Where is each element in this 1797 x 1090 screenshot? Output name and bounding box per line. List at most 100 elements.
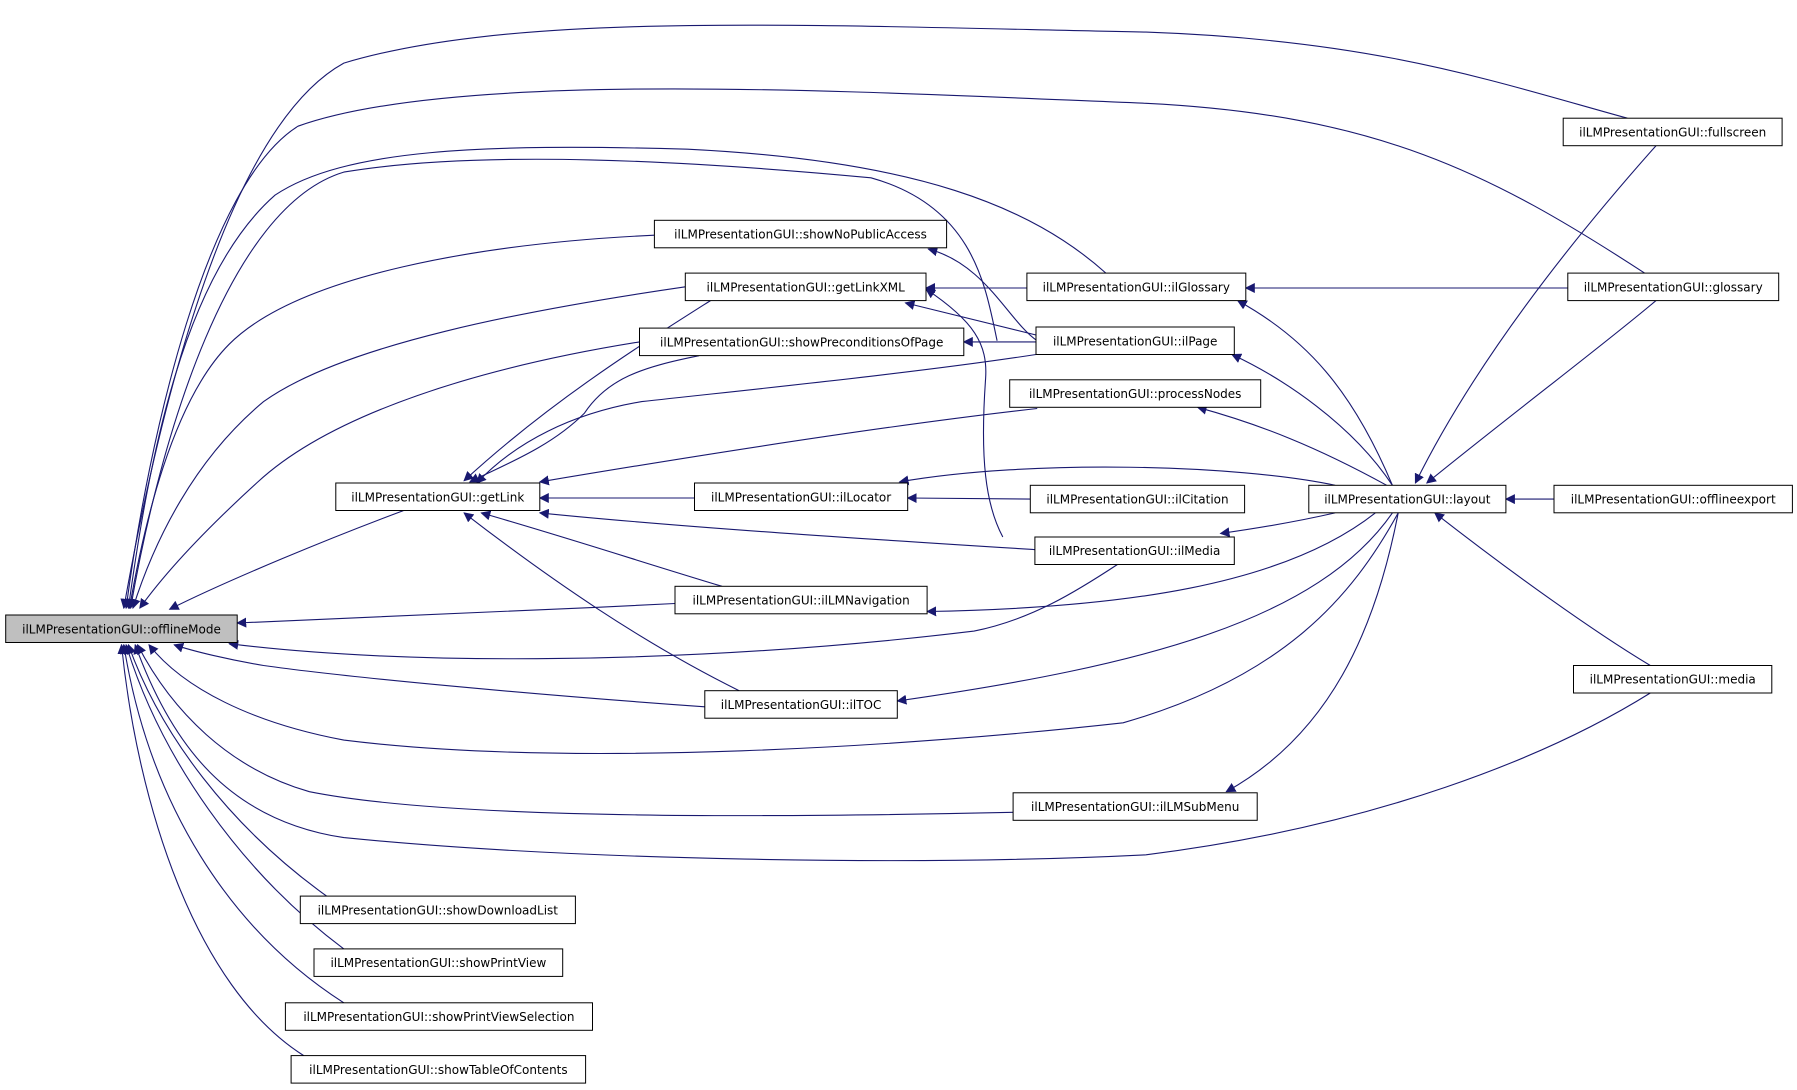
edge-ilLMNavigation-to-offlineMode [236,602,676,628]
node-layout[interactable]: ilLMPresentationGUI::layout [1308,484,1507,514]
edge-getLinkXML-to-offlineMode [130,286,686,610]
edges-layer [117,24,1657,1057]
node-box [5,614,238,643]
edge-ilTOC-to-offlineMode [173,642,705,708]
node-box [313,948,564,977]
node-showTableOfContents[interactable]: ilLMPresentationGUI::showTableOfContents [290,1055,587,1084]
edge-ilMedia-to-getLinkXML [925,288,1004,538]
node-label: ilLMPresentationGUI::ilLMSubMenu [1031,800,1239,814]
node-label: ilLMPresentationGUI::ilLMNavigation [692,594,909,608]
node-ilGlossary[interactable]: ilLMPresentationGUI::ilGlossary [1026,272,1247,302]
node-ilTOC[interactable]: ilLMPresentationGUI::ilTOC [704,690,898,719]
node-processNodes[interactable]: ilLMPresentationGUI::processNodes [1009,379,1262,408]
edge-showPreconditionsOfPage-to-offlineMode [139,341,640,609]
node-offlineexport[interactable]: ilLMPresentationGUI::offlineexport [1553,484,1793,514]
node-ilPage[interactable]: ilLMPresentationGUI::ilPage [1035,326,1235,355]
node-box [1562,117,1783,147]
edge-getLinkXML-to-getLink [463,300,711,482]
edge-ilLMSubMenu-to-offlineMode [137,643,1014,817]
node-offlineMode[interactable]: ilLMPresentationGUI::offlineMode [5,614,238,643]
node-ilLMSubMenu[interactable]: ilLMPresentationGUI::ilLMSubMenu [1012,792,1258,821]
edge-showPreconditionsOfPage-to-getLink [469,355,700,483]
node-fullscreen[interactable]: ilLMPresentationGUI::fullscreen [1562,117,1783,147]
node-box [335,482,541,511]
node-label: ilLMPresentationGUI::showDownloadList [318,903,559,917]
edge-ilTOC-to-getLink [463,512,740,692]
edge-layout-to-ilPage [1231,353,1393,486]
node-label: ilLMPresentationGUI::ilTOC [721,698,882,712]
node-showPrintViewSelection[interactable]: ilLMPresentationGUI::showPrintViewSelect… [284,1002,593,1031]
edge-layout-to-ilLMNavigation [926,512,1376,617]
edge-glossary-to-offlineMode [122,88,1645,610]
node-box [1308,484,1507,514]
node-label: ilLMPresentationGUI::fullscreen [1579,125,1766,139]
edge-ilPage-to-showNoPublicAccess [927,246,1038,342]
node-label: ilLMPresentationGUI::showNoPublicAccess [674,228,927,242]
edge-ilLMNavigation-to-getLink [480,510,723,587]
node-box [1026,272,1247,302]
node-label: ilLMPresentationGUI::media [1590,673,1756,687]
node-label: ilLMPresentationGUI::ilMedia [1049,544,1221,558]
edge-layout-to-ilTOC [896,512,1393,705]
node-ilLMNavigation[interactable]: ilLMPresentationGUI::ilLMNavigation [674,585,928,615]
node-label: ilLMPresentationGUI::showPreconditionsOf… [660,335,943,349]
node-showNoPublicAccess[interactable]: ilLMPresentationGUI::showNoPublicAccess [653,219,948,249]
edge-ilPage-to-getLinkXML [904,300,1037,336]
edge-fullscreen-to-layout [1414,145,1657,484]
node-media[interactable]: ilLMPresentationGUI::media [1573,665,1773,694]
node-getLinkXML[interactable]: ilLMPresentationGUI::getLinkXML [684,272,927,302]
node-box [299,895,576,925]
node-box [694,482,909,511]
edge-media-to-layout [1434,512,1651,666]
edge-layout-to-ilLocator [898,466,1336,486]
edge-ilMedia-to-offlineMode [228,564,1118,660]
edge-glossary-to-layout [1426,300,1657,484]
node-glossary[interactable]: ilLMPresentationGUI::glossary [1567,272,1780,302]
node-box [639,327,965,357]
node-ilMedia[interactable]: ilLMPresentationGUI::ilMedia [1034,536,1235,565]
node-label: ilLMPresentationGUI::offlineexport [1571,493,1776,507]
node-label: ilLMPresentationGUI::processNodes [1029,387,1241,401]
node-box [1573,665,1773,694]
node-label: ilLMPresentationGUI::showPrintView [330,956,546,970]
edge-ilPage-to-getLink [476,353,1037,484]
node-box [284,1002,593,1031]
edge-layout-to-ilLMSubMenu [1225,512,1399,793]
edge-layout-to-offlineMode [148,512,1399,754]
node-label: ilLMPresentationGUI::getLink [351,490,524,504]
node-box [1009,379,1262,408]
edge-showTableOfContents-to-offlineMode [117,643,304,1057]
edge-layout-to-processNodes [1196,404,1387,486]
node-showDownloadList[interactable]: ilLMPresentationGUI::showDownloadList [299,895,576,925]
edge-layout-to-ilMedia [1219,512,1336,538]
node-showPreconditionsOfPage[interactable]: ilLMPresentationGUI::showPreconditionsOf… [639,327,965,357]
node-ilCitation[interactable]: ilLMPresentationGUI::ilCitation [1029,484,1246,514]
edge-ilCitation-to-ilLocator [906,493,1031,504]
edge-processNodes-to-getLink [538,407,1038,486]
node-label: ilLMPresentationGUI::glossary [1584,280,1763,294]
node-box [1035,326,1235,355]
edge-showDownloadList-to-offlineMode [126,643,327,897]
node-getLink[interactable]: ilLMPresentationGUI::getLink [335,482,541,511]
node-label: ilLMPresentationGUI::ilCitation [1046,493,1228,507]
node-box [653,219,948,249]
edge-getLink-to-offlineMode [168,510,404,610]
edge-fullscreen-to-offlineMode [120,24,1628,610]
node-label: ilLMPresentationGUI::ilLocator [711,490,891,504]
node-box [684,272,927,302]
node-box [1029,484,1246,514]
edge-layout-to-ilGlossary [1236,300,1393,486]
nodes-layer: ilLMPresentationGUI::offlineModeilLMPres… [5,117,1793,1084]
node-ilLocator[interactable]: ilLMPresentationGUI::ilLocator [694,482,909,511]
edge-ilMedia-to-getLink [538,508,1035,551]
node-box [1553,484,1793,514]
node-label: ilLMPresentationGUI::layout [1324,493,1491,507]
node-showPrintView[interactable]: ilLMPresentationGUI::showPrintView [313,948,564,977]
node-box [1034,536,1235,565]
node-label: ilLMPresentationGUI::ilPage [1053,334,1218,348]
node-label: ilLMPresentationGUI::showPrintViewSelect… [303,1010,574,1024]
node-box [290,1055,587,1084]
node-box [1567,272,1780,302]
node-label: ilLMPresentationGUI::ilGlossary [1043,280,1230,294]
